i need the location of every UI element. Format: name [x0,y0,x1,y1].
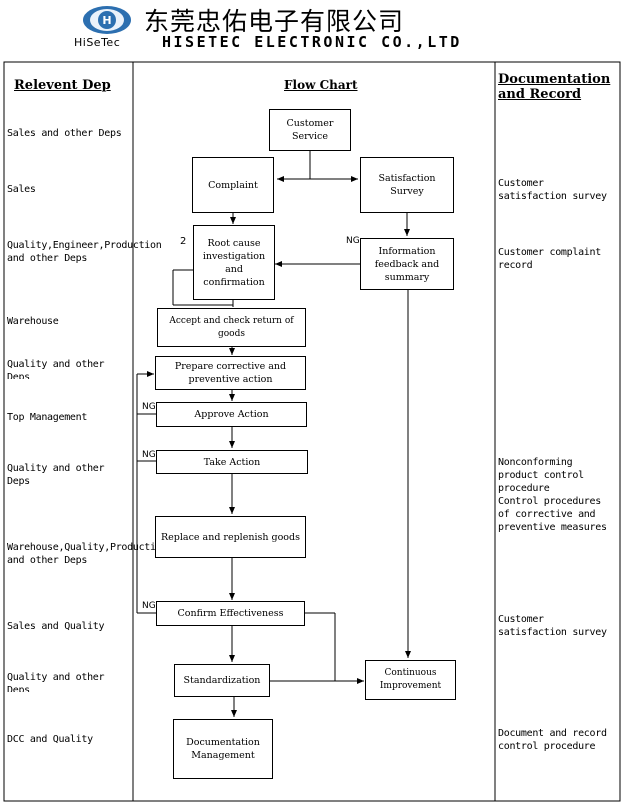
dep-row-3: Quality,Engineer,Production and other De… [7,240,162,264]
box-continuous-improvement: Continuous Improvement [365,660,456,700]
dep-row-6: Top Management [7,412,88,423]
dep-row-4: Warehouse [7,316,59,327]
company-name-cn: 东莞忠佑电子有限公司 [144,7,405,36]
dep-row-10: Quality and other Deps [7,672,105,692]
box-take-action: Take Action [156,450,308,474]
doc-row-4: Customer satisfaction survey [498,614,607,638]
box-approve-action: Approve Action [156,402,307,427]
dep-row-7: Quality and other Deps [7,463,105,487]
dep-row-2: Sales [7,184,36,195]
doc-row-2: Customer complaint record [498,247,601,271]
brand-name: HiSeTec [74,36,121,49]
box-replace-goods: Replace and replenish goods [155,516,306,558]
doc-row-3: Nonconforming product control procedure … [498,457,607,533]
box-standardization: Standardization [174,664,270,697]
dep-row-8: Warehouse,Quality,Production and other D… [7,542,168,566]
box-information-feedback: Information feedback and summary [360,238,454,290]
box-complaint: Complaint [192,157,274,213]
header: H HiSeTec 东莞忠佑电子有限公司 HISETEC ELECTRONIC … [0,0,624,58]
box-root-cause: Root cause investigation and confirmatio… [193,225,275,300]
box-customer-service: Customer Service [269,109,351,151]
ng-mark-confirm: NG [142,601,156,611]
dep-row-11: DCC and Quality [7,734,93,745]
dep-row-9: Sales and Quality [7,621,105,632]
box-confirm-effectiveness: Confirm Effectiveness [156,601,305,626]
number-mark-two: 2 [180,236,187,247]
doc-column-header: Documentation and Record [498,72,611,102]
doc-row-5: Document and record control procedure [498,728,607,752]
box-documentation-management: Documentation Management [173,719,273,779]
dep-row-5: Quality and other Deps [7,359,105,379]
company-name-en: HISETEC ELECTRONIC CO.,LTD [162,33,462,51]
ng-mark-approve: NG [142,402,156,412]
svg-text:H: H [102,14,111,27]
dep-row-1: Sales and other Deps [7,128,122,139]
company-logo-icon: H [83,6,131,34]
flow-column-header: Flow Chart [284,78,358,92]
doc-row-1: Customer satisfaction survey [498,178,607,202]
box-satisfaction-survey: Satisfaction Survey [360,157,454,213]
ng-mark-take: NG [142,450,156,460]
dep-column-header: Relevent Dep [14,78,111,93]
box-prepare-action: Prepare corrective and preventive action [155,356,306,390]
ng-mark-feedback: NG [346,236,360,246]
box-accept-check: Accept and check return of goods [157,308,306,347]
